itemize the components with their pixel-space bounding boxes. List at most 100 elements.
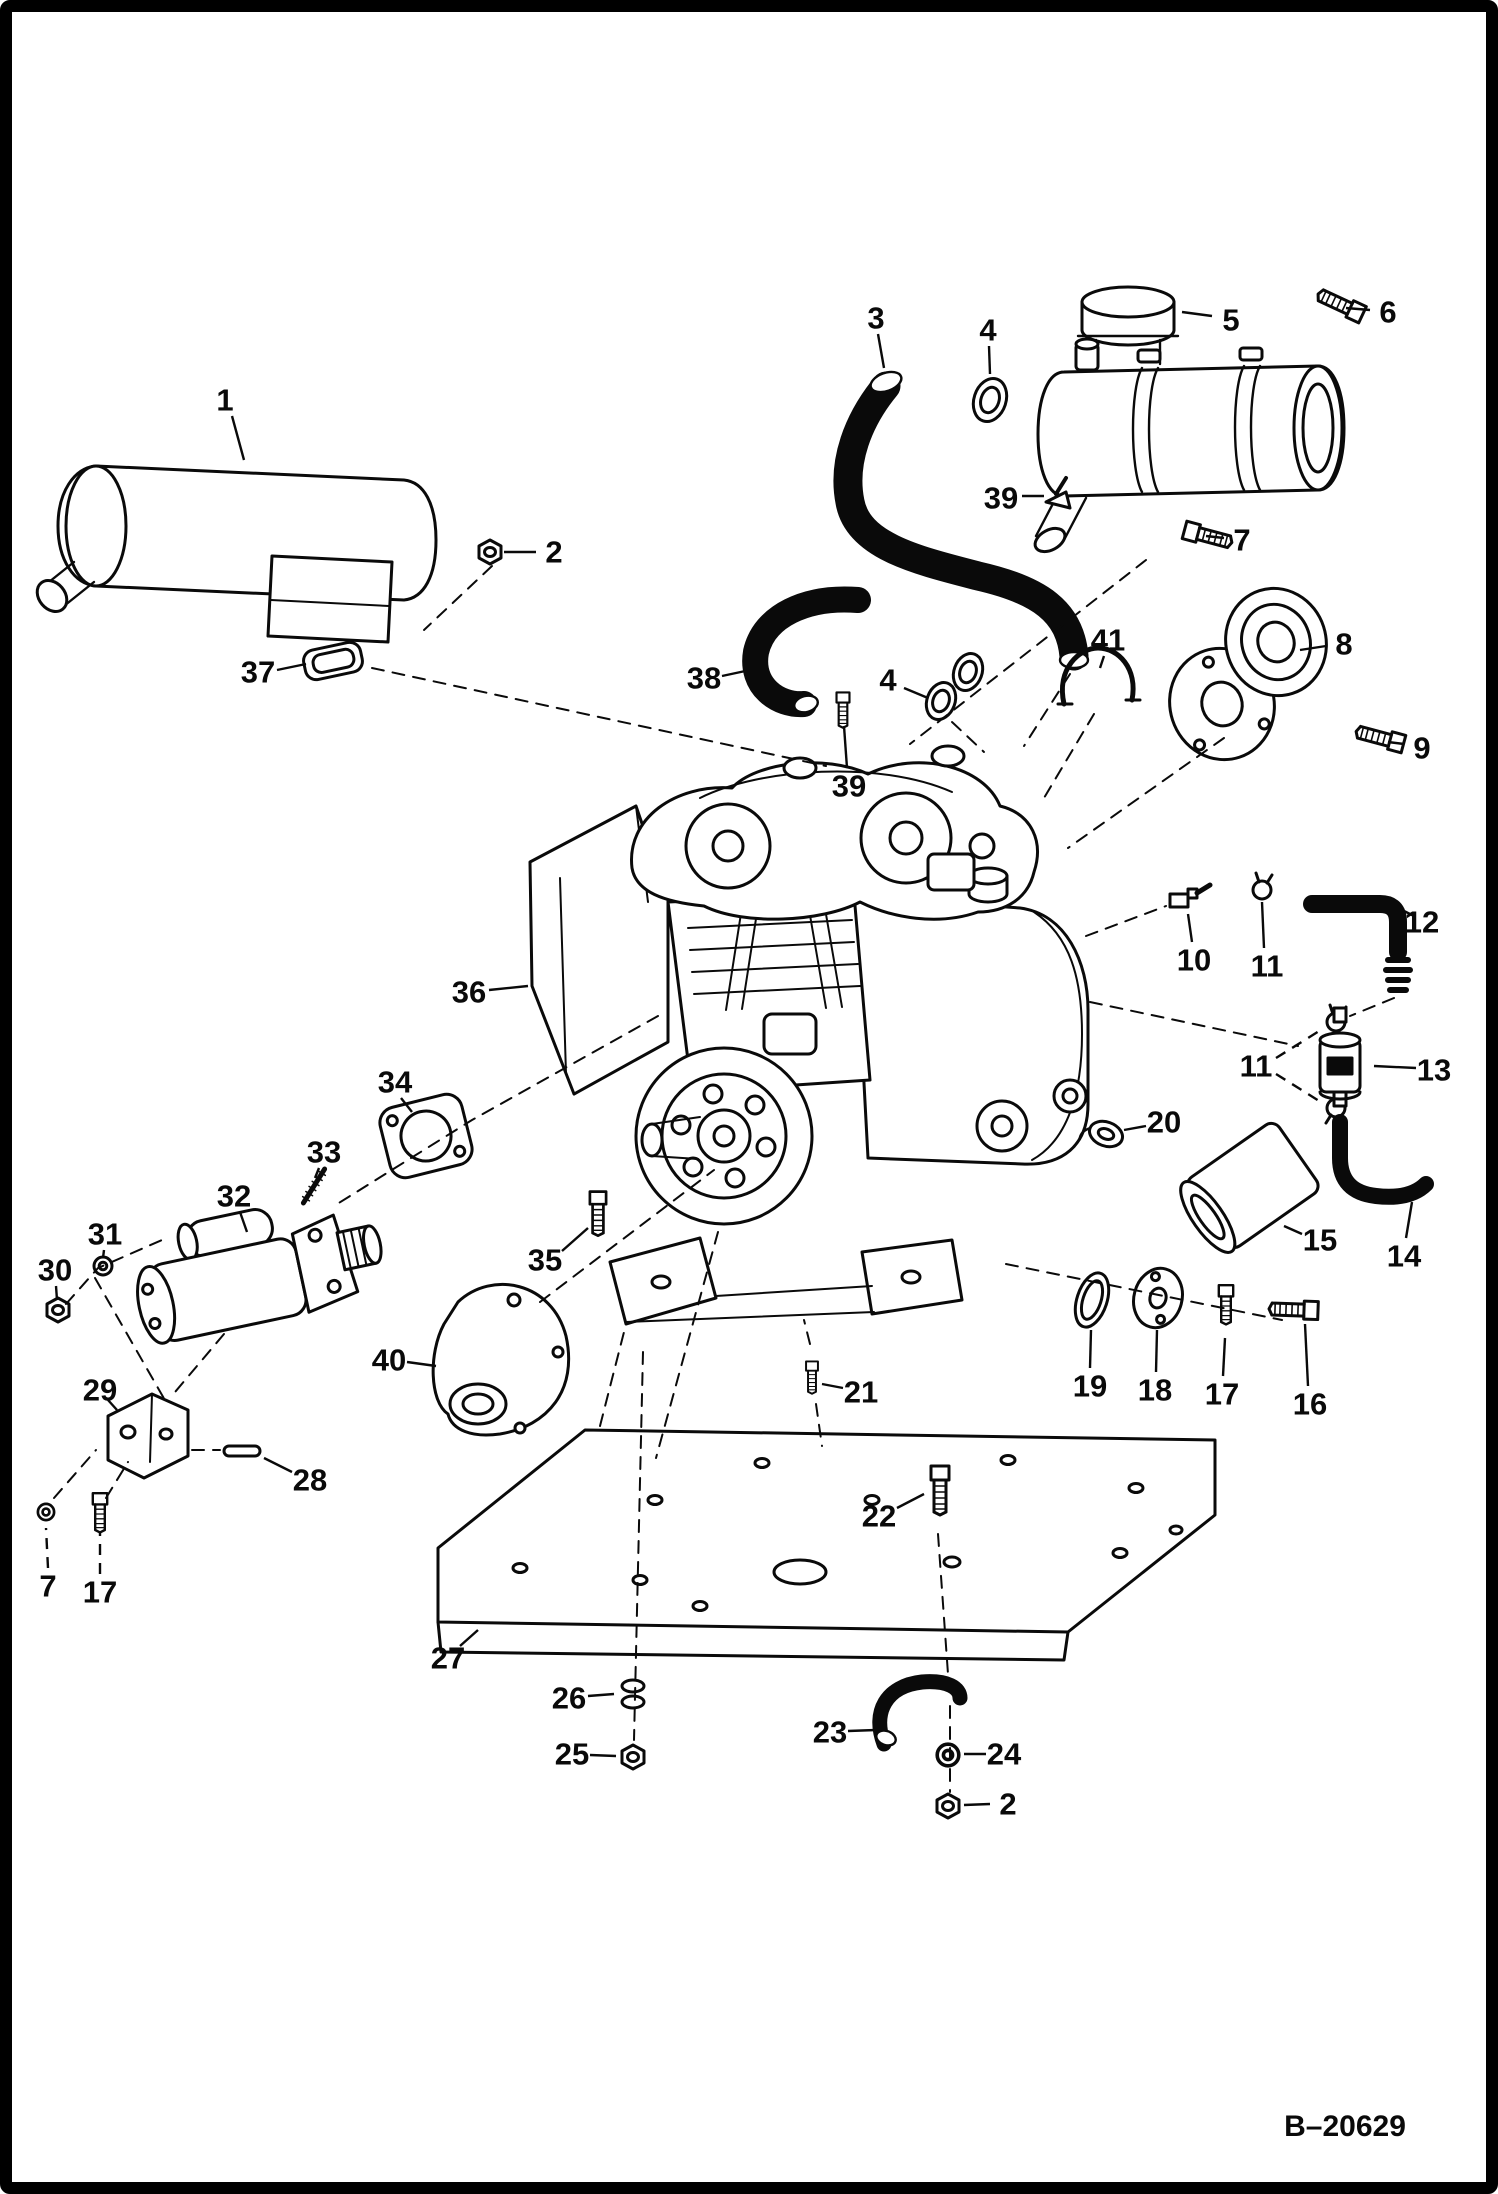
callout-leader-line (847, 1728, 877, 1733)
engine-drawing (528, 744, 1090, 1326)
callout-leader-line (1373, 1064, 1417, 1070)
exhaust-clamp-drawing (1056, 645, 1142, 707)
callout-label: 41 (1091, 623, 1125, 658)
callout-label: 19 (1073, 1369, 1107, 1404)
callout-leader-line (400, 1097, 413, 1113)
callout-label: 36 (452, 975, 486, 1010)
callout-leader-line (488, 984, 529, 992)
callout-label: 23 (813, 1715, 847, 1750)
callout-label: 34 (378, 1065, 413, 1100)
callout-leader-line (1345, 306, 1371, 312)
callout-leader-line (821, 1382, 844, 1390)
callout-leader-line (1275, 1026, 1325, 1060)
callout-label: 4 (879, 663, 897, 698)
callout-leader-line (1088, 1329, 1093, 1369)
starter-drawing (136, 1208, 383, 1345)
pivot-pin-drawing (222, 1444, 262, 1458)
callout-leader-line (561, 1227, 589, 1252)
callout-label: 9 (1413, 731, 1430, 766)
fuel-elbow-drawing (1303, 895, 1413, 993)
callout-leader-line (1387, 740, 1405, 746)
callout-label: 18 (1138, 1373, 1172, 1408)
nut-icon (620, 1743, 646, 1771)
callout-leader-line (1260, 901, 1266, 949)
fuel-hose-drawing (1332, 1114, 1434, 1205)
stud-drawing (300, 1166, 328, 1206)
callout-leader-line (589, 1753, 617, 1758)
callout-label: 20 (1147, 1105, 1181, 1140)
callout-label: 7 (39, 1569, 56, 1604)
callout-label: 14 (1387, 1239, 1422, 1274)
callout-label: 29 (83, 1373, 117, 1408)
exhaust-gasket-ring-drawing (971, 377, 1009, 423)
callout-label: 30 (38, 1253, 72, 1288)
callout-leader-line (721, 668, 751, 678)
fuel-filter-drawing (1318, 1006, 1362, 1108)
callout-label: 27 (431, 1641, 465, 1676)
callout-leader-line (313, 1167, 321, 1179)
callout-label: 33 (307, 1135, 341, 1170)
callout-label: 39 (984, 481, 1018, 516)
callout-leader-line (1401, 908, 1415, 918)
air-cleaner-body-drawing (1033, 337, 1346, 554)
callout-label: 32 (217, 1179, 251, 1214)
callout-leader-line (238, 1211, 249, 1233)
starter-bracket-drawing (106, 1392, 190, 1480)
assembly-guide-lines (53, 559, 1395, 1793)
callout-leader-line (1303, 1323, 1310, 1387)
base-plate-drawing (436, 1428, 1217, 1662)
callout-leader-line (842, 725, 849, 769)
callout-leader-line (1186, 913, 1194, 943)
muffler-gasket-drawing (302, 640, 364, 682)
callout-label: 17 (83, 1575, 117, 1610)
callout-label: 21 (844, 1375, 878, 1410)
washer-pair-drawing (620, 1678, 646, 1710)
air-cleaner-element-drawing (1168, 586, 1328, 762)
callout-leader-line (1098, 655, 1106, 669)
callout-leader-line (987, 345, 992, 375)
callout-leader-line (101, 1249, 106, 1259)
figure-code: B–20629 (1284, 2110, 1406, 2143)
callout-label: 22 (862, 1499, 896, 1534)
breather-grommet-drawing (1078, 1119, 1124, 1149)
drawing-layer (35, 284, 1434, 1820)
callout-label: 6 (1379, 295, 1396, 330)
callout-leader-line (263, 1456, 293, 1474)
gasket-ring-drawing (1073, 1271, 1111, 1329)
nut-icon (45, 1296, 71, 1324)
callout-leader-line (54, 1285, 59, 1301)
mounting-flange-drawing (378, 1092, 474, 1180)
callout-leader-line (876, 333, 886, 369)
callout-label: 4 (979, 313, 997, 348)
muffler-drawing (35, 464, 438, 644)
callout-leader-line (459, 1629, 479, 1647)
callout-label: 35 (528, 1243, 562, 1278)
callout-leader-line (406, 1360, 437, 1368)
clamp-screw-drawing (1054, 476, 1068, 496)
callout-label: 15 (1303, 1223, 1337, 1258)
callout-label: 7 (1233, 523, 1250, 558)
exhaust-hose-drawing (742, 586, 871, 718)
nut-icon (935, 1792, 961, 1820)
callout-leader-line (1275, 1072, 1325, 1106)
callout-label: 2 (999, 1787, 1016, 1822)
callout-label: 8 (1335, 627, 1352, 662)
callout-leader-line (1299, 644, 1327, 652)
fuel-fitting-drawing (1168, 882, 1213, 909)
callout-label: 26 (552, 1681, 586, 1716)
callout-label: 31 (88, 1217, 122, 1252)
exhaust-gasket-ring-pair-drawing (924, 652, 985, 721)
callout-leader-line (1404, 1201, 1414, 1239)
drain-hose-drawing (872, 1674, 968, 1752)
callout-leader-line (903, 686, 929, 700)
callout-leader-line (963, 1802, 991, 1807)
callout-label: 40 (372, 1343, 406, 1378)
callout-leader-line (276, 662, 307, 672)
callout-leader-line (587, 1692, 615, 1698)
callout-leader-line (230, 415, 246, 461)
callout-leader-line (44, 1527, 50, 1569)
callout-label: 3 (867, 301, 884, 336)
callout-label: 11 (1251, 949, 1284, 984)
